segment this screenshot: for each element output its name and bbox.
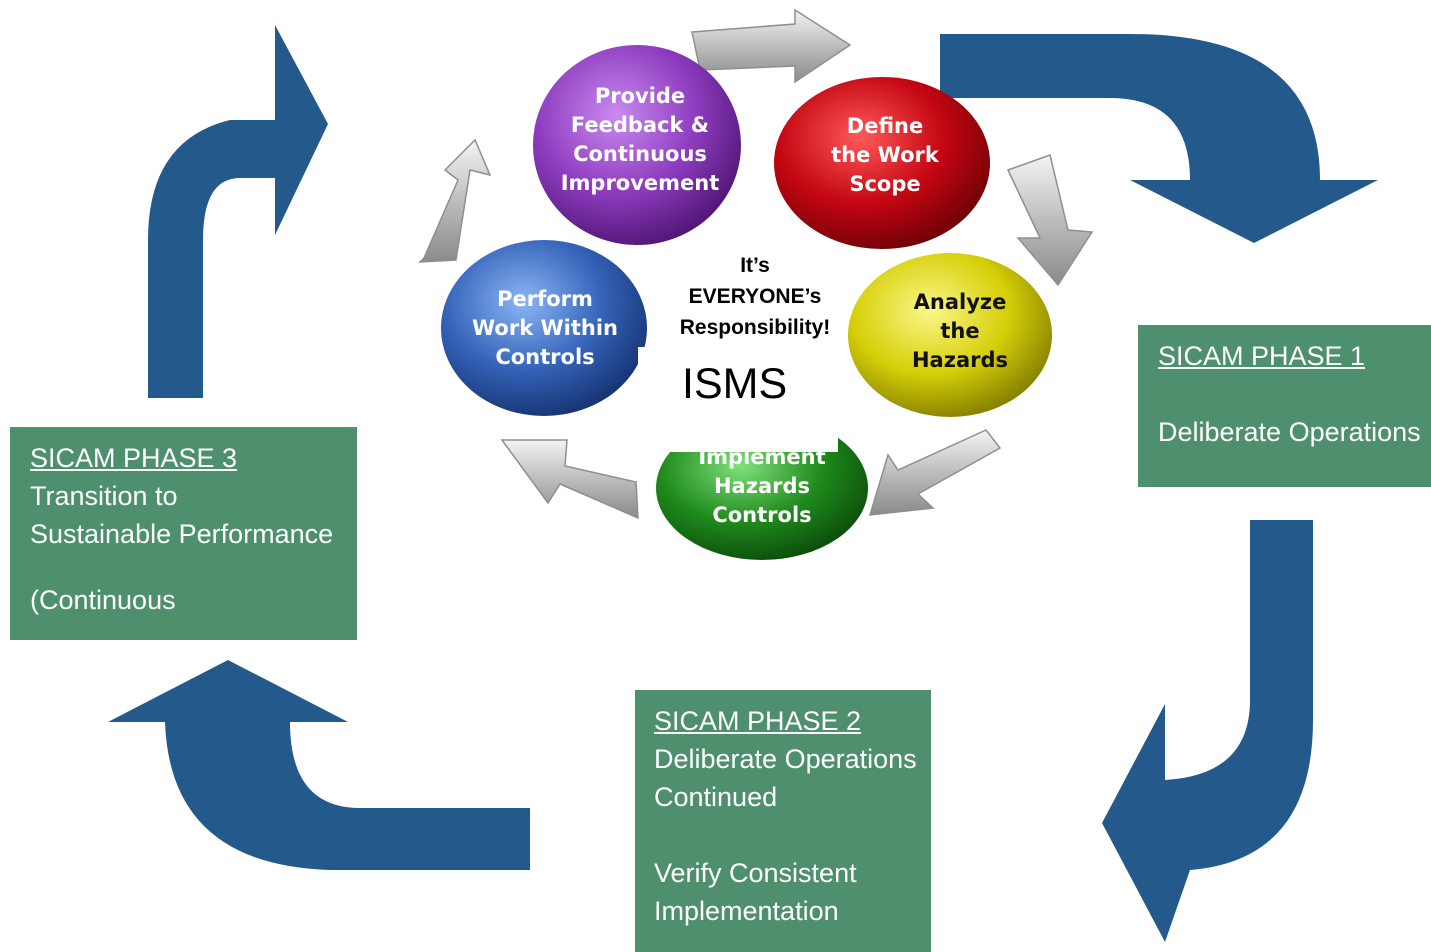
phase1-box: SICAM PHASE 1 Deliberate Operations [1138,325,1431,487]
phase3-box: SICAM PHASE 3 Transition to Sustainable … [10,427,357,640]
step-implement-line-3: Controls [712,503,812,527]
circle-perform [441,240,647,416]
silver-arrow-top [691,8,852,84]
silver-arrow-bottom-left [500,439,639,520]
step-perform-line-1: Perform [497,287,593,311]
phase2-line-1: Deliberate Operations [654,744,917,774]
step-perform-line-2: Work Within [472,316,618,340]
silver-arrow-left [418,138,492,263]
step-feedback-line-2: Feedback & [570,113,710,137]
phase1-line-1: Deliberate Operations [1158,417,1421,447]
step-feedback-line-4: Improvement [560,171,720,195]
phase3-line-3: (Continuous [30,585,176,615]
phase3-line-1: Transition to [30,481,178,511]
step-analyze-label: Analyze the Hazards [870,288,1050,375]
step-perform-line-3: Controls [495,345,595,369]
step-define-line-2: the Work [831,143,939,167]
big-arrow-bottom-left [108,660,530,870]
step-analyze-line-1: Analyze [913,290,1007,314]
step-implement-line-2: Hazards [713,474,811,498]
phase2-line-3: Verify Consistent [654,858,857,888]
phase2-line-4: Implementation [654,896,839,926]
responsibility-text: It’s EVERYONE’s Responsibility! [640,250,870,343]
step-define-line-3: Scope [849,172,921,196]
center-line-1: It’s [740,254,770,277]
step-analyze-line-3: Hazards [911,348,1009,372]
isms-label: ISMS [682,360,788,408]
center-line-3: Responsibility! [679,316,831,339]
big-arrow-top-right [940,34,1378,243]
circle-feedback [533,45,741,245]
phase3-title: SICAM PHASE 3 [30,443,238,473]
phase2-line-2: Continued [654,782,778,812]
silver-arrows [418,8,1094,520]
phase1-title: SICAM PHASE 1 [1158,341,1366,371]
step-define-line-1: Define [846,114,924,138]
isms-box [638,347,838,452]
step-perform-label: Perform Work Within Controls [455,285,635,372]
silver-arrow-bottom-right [868,429,1002,516]
step-define-label: Define the Work Scope [790,112,980,199]
silver-arrow-right [1006,154,1094,287]
step-implement-label: Implement Hazards Controls [672,443,852,530]
circle-implement [656,416,868,560]
circle-analyze [848,253,1052,417]
big-arrow-left [148,25,328,398]
step-feedback-line-3: Continuous [573,142,707,166]
phase2-title: SICAM PHASE 2 [654,706,862,736]
big-arrow-bottom-right [1102,520,1313,942]
circle-define [774,77,990,249]
phase3-line-2: Sustainable Performance [30,519,334,549]
phase2-box: SICAM PHASE 2 Deliberate Operations Cont… [635,690,931,952]
step-feedback-label: Provide Feedback & Continuous Improvemen… [540,82,740,198]
step-feedback-line-1: Provide [594,84,686,108]
center-line-2: EVERYONE’s [688,285,822,308]
step-analyze-line-2: the [940,319,980,343]
